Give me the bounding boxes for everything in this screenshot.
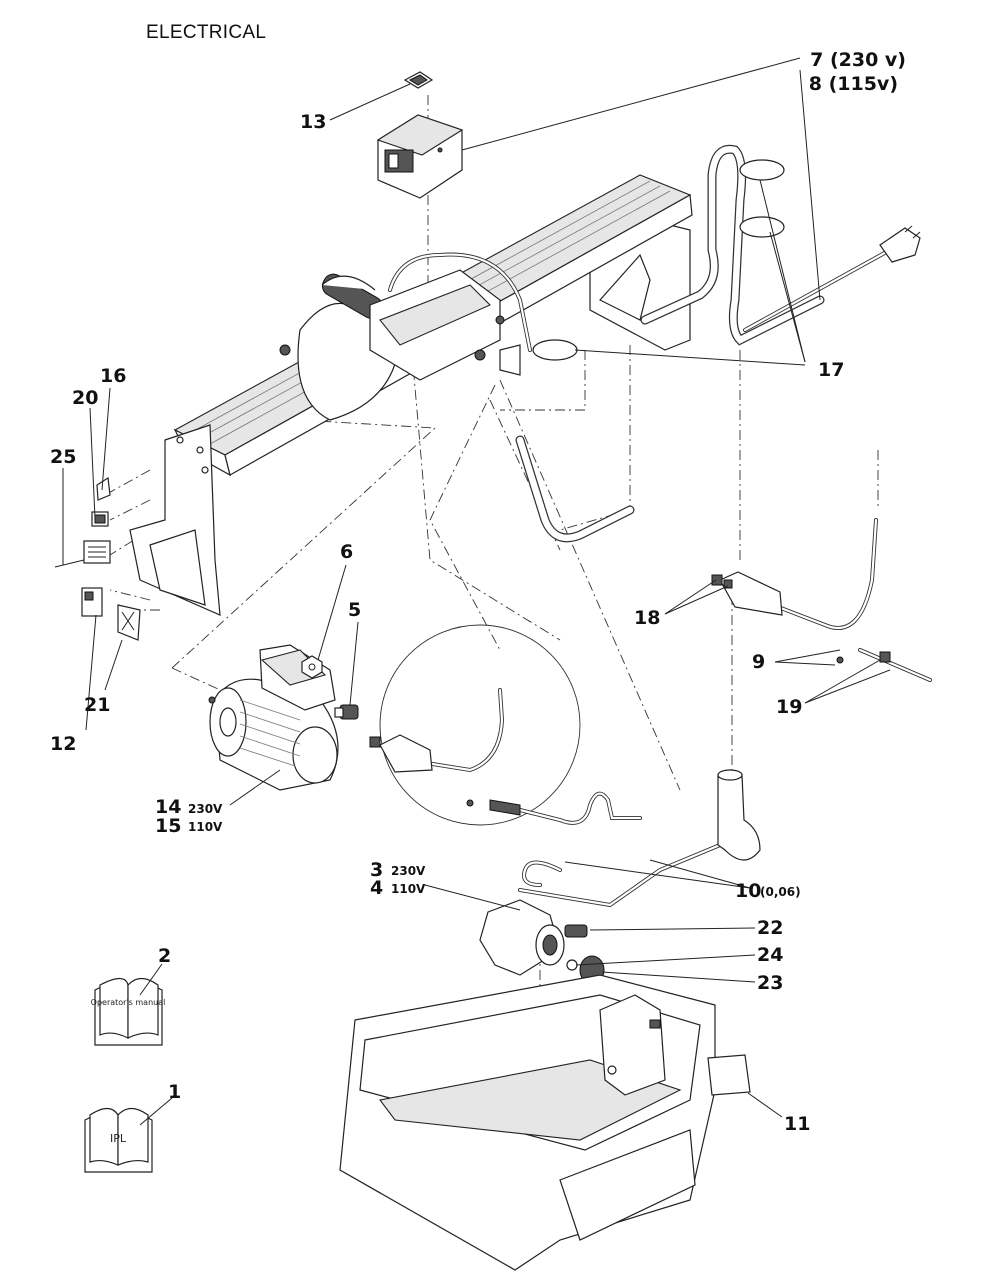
- callout-1: 1: [168, 1081, 181, 1103]
- callout-16: 16: [100, 365, 126, 387]
- callout-22: 22: [757, 917, 783, 939]
- cable-gland: [334, 704, 359, 720]
- switch-cover: [403, 71, 434, 89]
- callout-15: 15: [155, 815, 181, 837]
- operators-manual-book: Operator's manual: [91, 977, 166, 1046]
- callout-4-voltage: 110V: [391, 882, 426, 896]
- callout-7: 7 (230 v): [810, 49, 906, 71]
- switch-box: [376, 114, 464, 199]
- callout-13: 13: [300, 111, 326, 133]
- callout-18: 18: [634, 607, 660, 629]
- washer: [566, 959, 578, 971]
- water-tray: [339, 974, 716, 1271]
- callout-10-note: (0,06): [760, 885, 801, 899]
- callout-15-voltage: 110V: [188, 820, 223, 834]
- callout-3-voltage: 230V: [391, 864, 426, 878]
- callout-20: 20: [72, 387, 98, 409]
- callout-23: 23: [757, 972, 783, 994]
- cutting-head-assembly: [129, 174, 693, 616]
- callout-11: 11: [784, 1113, 810, 1135]
- rear-leg-tube: [515, 435, 635, 543]
- callout-labels: 7 (230 v) 8 (115v) 13 17 16 20 25 6 5 18…: [50, 49, 906, 1135]
- callout-6: 6: [340, 541, 353, 563]
- callout-19: 19: [776, 696, 802, 718]
- callout-25: 25: [50, 446, 76, 468]
- right-hose-assembly: [711, 518, 932, 682]
- callout-9: 9: [752, 651, 765, 673]
- decal-11: [707, 1054, 751, 1096]
- callout-3: 3: [370, 859, 383, 881]
- ipl-book: IPL: [84, 1107, 153, 1173]
- nut: [301, 655, 323, 679]
- callout-4: 4: [370, 877, 383, 899]
- water-pipe-and-power-cord: [532, 144, 921, 361]
- callout-5: 5: [348, 599, 361, 621]
- callout-21: 21: [84, 694, 110, 716]
- callout-14: 14: [155, 796, 181, 818]
- inlet-elbow: [717, 769, 761, 861]
- callout-12: 12: [50, 733, 76, 755]
- callout-2: 2: [158, 945, 171, 967]
- decals-left: [54, 476, 141, 641]
- water-pump: [479, 843, 722, 976]
- callout-8: 8 (115v): [809, 73, 898, 95]
- detail-circle: [369, 624, 642, 826]
- hose-fitting: [564, 924, 588, 938]
- callout-14-voltage: 230V: [188, 802, 223, 816]
- callout-24: 24: [757, 944, 783, 966]
- callout-17: 17: [818, 359, 844, 381]
- leader-lines: [62, 57, 891, 1126]
- page-title: ELECTRICAL: [146, 22, 267, 43]
- callout-10: 10: [735, 880, 761, 902]
- ipl-label: IPL: [110, 1132, 127, 1145]
- operators-manual-label: Operator's manual: [91, 998, 166, 1007]
